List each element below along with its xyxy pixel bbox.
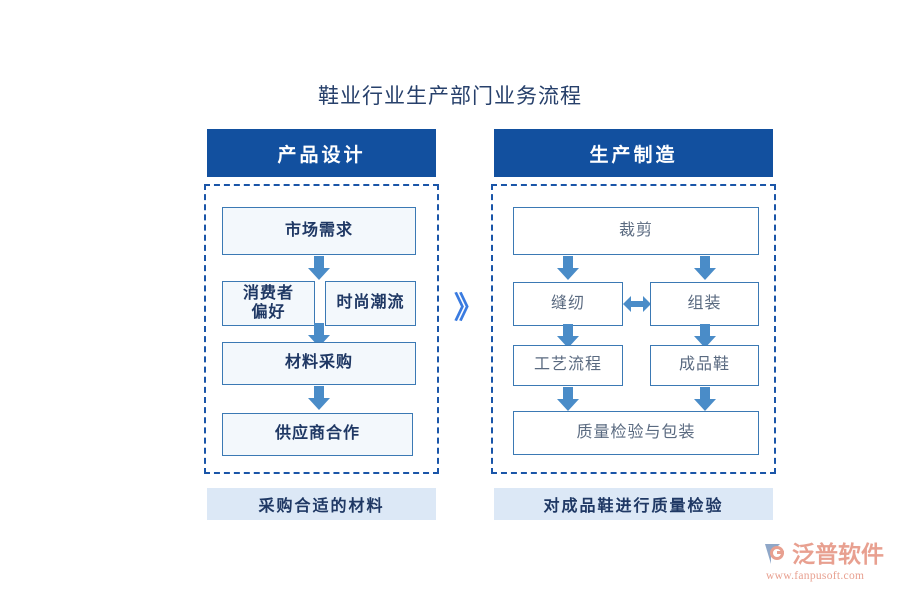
node-finished-shoes[interactable]: 成品鞋 [650, 345, 759, 386]
node-sewing[interactable]: 缝纫 [513, 282, 623, 326]
fanpu-logo-icon [762, 540, 790, 568]
node-consumer-preference-text: 消费者 偏好 [243, 285, 294, 322]
consumer-line-2: 偏好 [251, 303, 286, 321]
page-title: 鞋业行业生产部门业务流程 [318, 84, 582, 108]
arrow-down-icon [692, 386, 718, 412]
caption-design: 采购合适的材料 [207, 488, 436, 520]
caption-manufacture: 对成品鞋进行质量检验 [494, 488, 773, 520]
arrow-down-icon [692, 323, 718, 349]
arrow-down-icon [555, 386, 581, 412]
double-chevron-right-icon: 》 [454, 291, 484, 326]
column-header-design: 产品设计 [207, 129, 436, 177]
watermark-logo: 泛普软件 www.fanpusoft.com [762, 540, 892, 592]
panel-design [204, 184, 439, 474]
consumer-line-1: 消费者 [242, 285, 294, 303]
watermark-url: www.fanpusoft.com [766, 570, 865, 582]
arrow-down-icon [555, 323, 581, 349]
node-material-procurement[interactable]: 材料采购 [222, 342, 416, 385]
arrow-left-right-icon [622, 291, 652, 317]
watermark-brand: 泛普软件 [792, 541, 884, 567]
panel-manufacture [491, 184, 776, 474]
node-fashion-trend[interactable]: 时尚潮流 [325, 281, 416, 326]
node-quality-inspection-packaging[interactable]: 质量检验与包装 [513, 411, 759, 455]
arrow-down-icon [555, 255, 581, 281]
column-header-manufacture: 生产制造 [494, 129, 773, 177]
node-consumer-preference[interactable]: 消费者 偏好 [222, 281, 315, 326]
node-process-flow[interactable]: 工艺流程 [513, 345, 623, 386]
arrow-down-icon [306, 322, 332, 348]
node-market-demand[interactable]: 市场需求 [222, 207, 416, 255]
watermark-row: 泛普软件 [762, 540, 884, 568]
node-cutting[interactable]: 裁剪 [513, 207, 759, 255]
node-supplier-cooperation[interactable]: 供应商合作 [222, 413, 413, 456]
arrow-down-icon [692, 255, 718, 281]
arrow-down-icon [306, 385, 332, 411]
node-assembly[interactable]: 组装 [650, 282, 759, 326]
arrow-down-icon [306, 255, 332, 281]
